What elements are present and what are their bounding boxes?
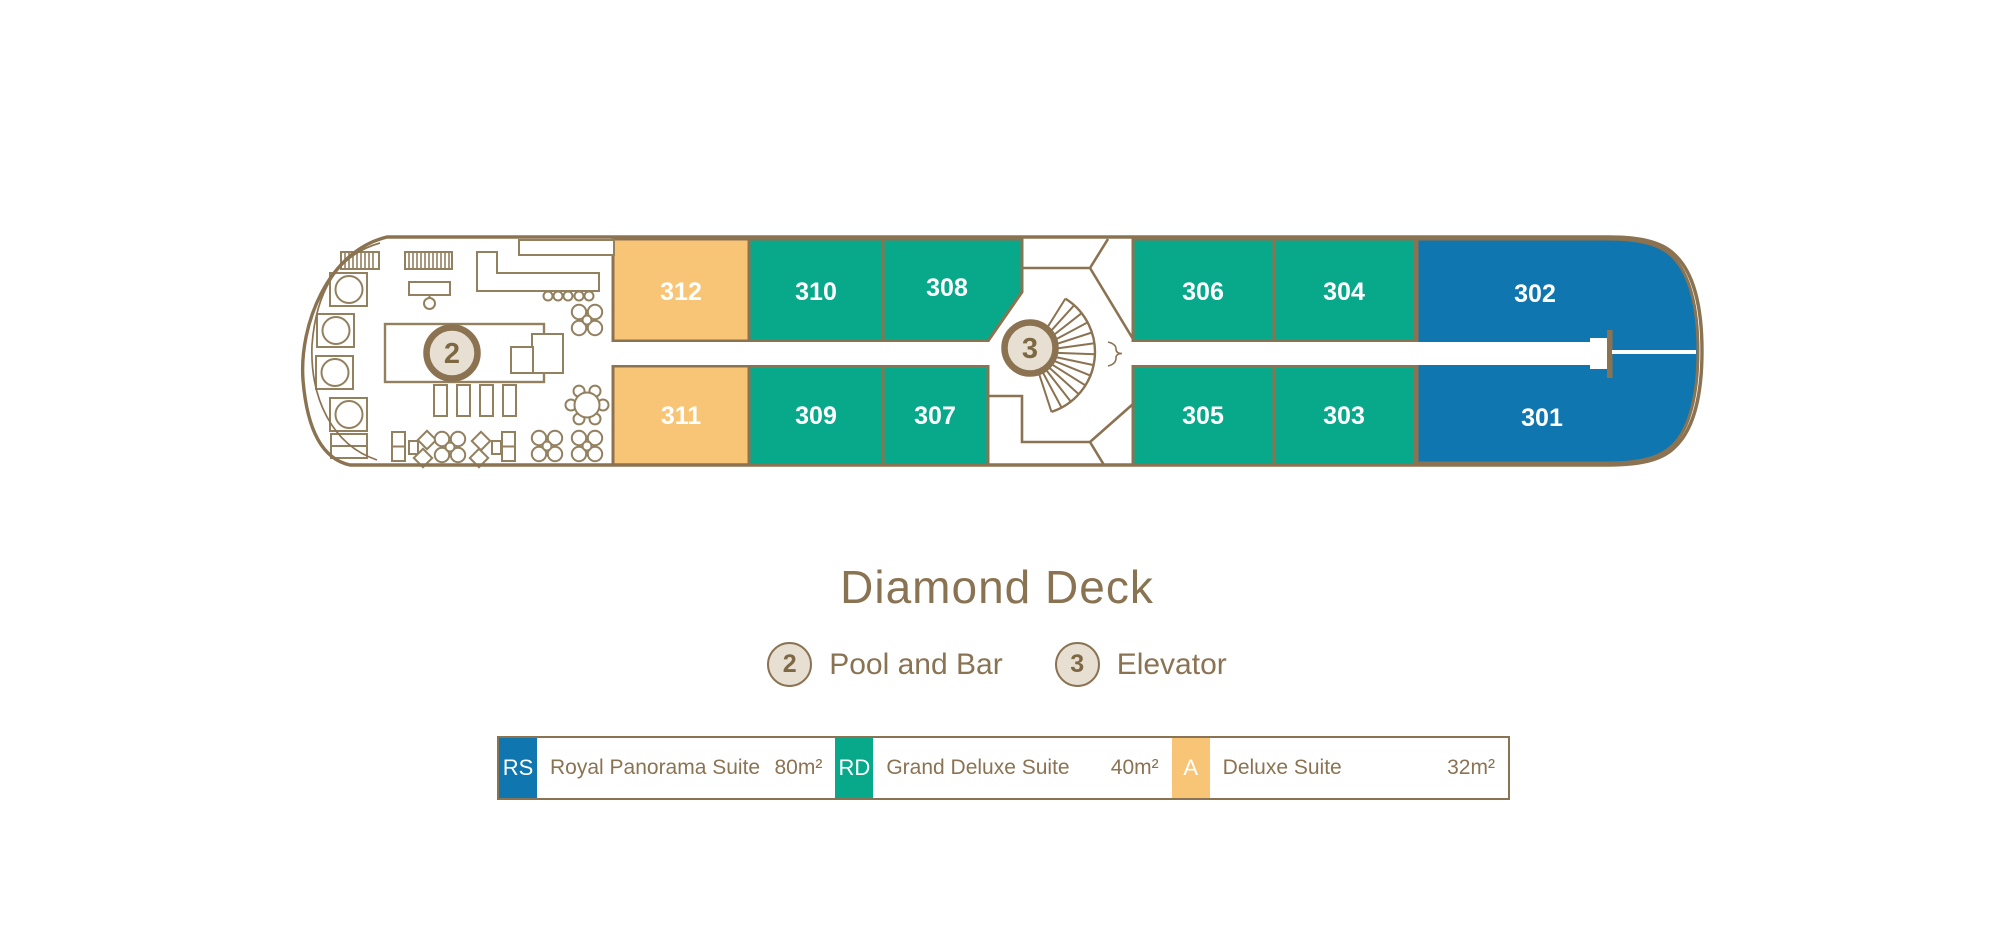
pool-marker-number: 2	[444, 338, 460, 370]
cabin-label-302: 302	[1514, 280, 1556, 308]
marker-legend-elevator: 3 Elevator	[1054, 642, 1227, 687]
cabin-label-307: 307	[914, 402, 956, 430]
corridor	[606, 330, 1696, 378]
deck-plan: 2 3 312 310 308 306 304 302 311 309 307 …	[300, 235, 1704, 469]
legend-item-grand-deluxe: RD Grand Deluxe Suite 40m²	[835, 738, 1171, 798]
ship-hull-outline	[300, 235, 1704, 467]
cabin-label-310: 310	[795, 278, 837, 306]
legend-name-a: Deluxe Suite	[1222, 756, 1342, 779]
legend-area-a: 32m²	[1447, 756, 1495, 779]
legend-area-rd: 40m²	[1110, 756, 1159, 779]
elevator-lobby-walls	[988, 238, 1135, 466]
elevator-marker-badge: 3	[1054, 642, 1100, 687]
cabin-label-311: 311	[661, 402, 701, 430]
cabin-311	[611, 364, 751, 467]
bow-inner-line	[311, 242, 381, 461]
cabin-label-306: 306	[1182, 278, 1224, 306]
suite-legend: RS Royal Panorama Suite 80m² RD Grand De…	[497, 736, 1510, 800]
elevator-marker: 3	[1001, 319, 1059, 377]
cabin-308	[881, 237, 1024, 343]
pool-marker: 2	[423, 324, 481, 382]
deck-title: Diamond Deck	[840, 561, 1154, 613]
cabin-310	[747, 237, 885, 343]
cabin-label-305: 305	[1182, 402, 1224, 430]
cabin-label-303: 303	[1323, 402, 1365, 430]
legend-swatch-rs: RS	[499, 738, 537, 798]
cabin-306	[1131, 237, 1276, 343]
pool-marker-label: Pool and Bar	[829, 647, 1003, 681]
cabin-312	[611, 237, 751, 343]
cabin-label-308: 308	[926, 274, 968, 302]
elevator-marker-label: Elevator	[1116, 647, 1227, 681]
marker-legend: 2 Pool and Bar 3 Elevator	[0, 642, 1994, 687]
cabin-label-312: 312	[660, 278, 702, 306]
cabin-309	[747, 364, 885, 467]
cabin-label-309: 309	[795, 402, 837, 430]
cabin-304	[1272, 237, 1417, 343]
legend-area-rs: 80m²	[774, 756, 823, 779]
legend-name-rs: Royal Panorama Suite	[550, 756, 761, 779]
legend-swatch-a: A	[1171, 738, 1210, 798]
cabin-label-301: 301	[1521, 404, 1563, 432]
legend-item-royal-panorama: RS Royal Panorama Suite 80m²	[499, 738, 835, 798]
pool-marker-badge: 2	[767, 642, 813, 687]
cabin-label-304: 304	[1323, 278, 1365, 306]
cabin-307	[881, 364, 990, 467]
elevator-marker-number: 3	[1022, 333, 1038, 365]
legend-name-rd: Grand Deluxe Suite	[886, 756, 1070, 779]
legend-item-deluxe: A Deluxe Suite 32m²	[1171, 738, 1508, 798]
marker-legend-pool: 2 Pool and Bar	[767, 642, 1003, 687]
legend-swatch-rd: RD	[835, 738, 874, 798]
